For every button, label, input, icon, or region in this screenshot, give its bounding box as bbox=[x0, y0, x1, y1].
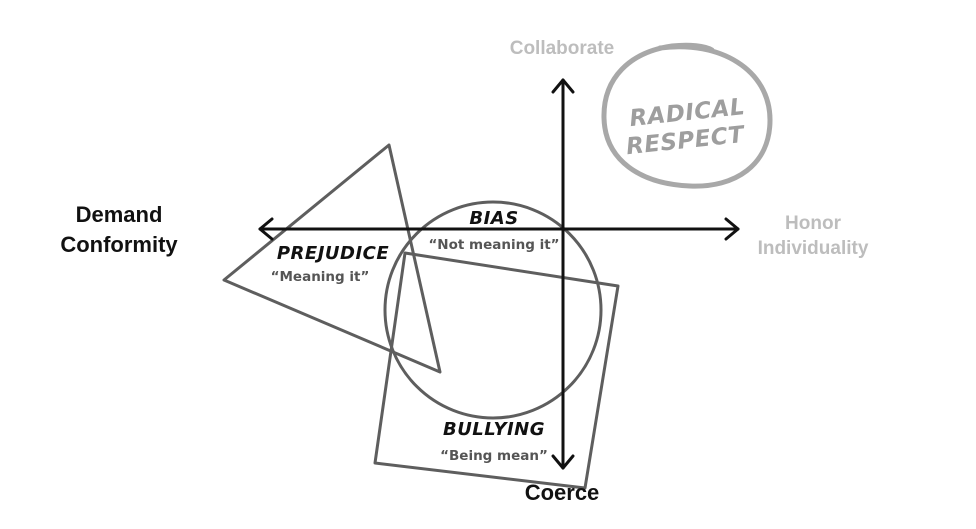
axis-label-collaborate: Collaborate bbox=[510, 38, 615, 59]
prejudice-triangle bbox=[222, 143, 442, 374]
prejudice-title: PREJUDICE bbox=[277, 243, 390, 264]
axis-label-demand: Demand bbox=[76, 202, 163, 227]
axis-label-coerce: Coerce bbox=[525, 480, 600, 505]
badge-circle bbox=[601, 42, 773, 189]
bias-quote: “Not meaning it” bbox=[428, 237, 559, 253]
radical-respect-badge: RADICAL RESPECT bbox=[601, 42, 773, 189]
axis-label-honor: Honor bbox=[785, 213, 842, 234]
bullying-quote: “Being mean” bbox=[440, 448, 548, 464]
bias-circle bbox=[383, 200, 603, 420]
bullying-square bbox=[373, 251, 620, 490]
bullying-title: BULLYING bbox=[443, 419, 545, 440]
prejudice-quote: “Meaning it” bbox=[271, 269, 370, 285]
axis-label-conformity: Conformity bbox=[60, 232, 178, 257]
bias-title: BIAS bbox=[469, 208, 518, 229]
vertical-axis bbox=[551, 78, 575, 470]
horizontal-axis bbox=[258, 217, 740, 241]
axis-label-individuality: Individuality bbox=[758, 238, 869, 259]
